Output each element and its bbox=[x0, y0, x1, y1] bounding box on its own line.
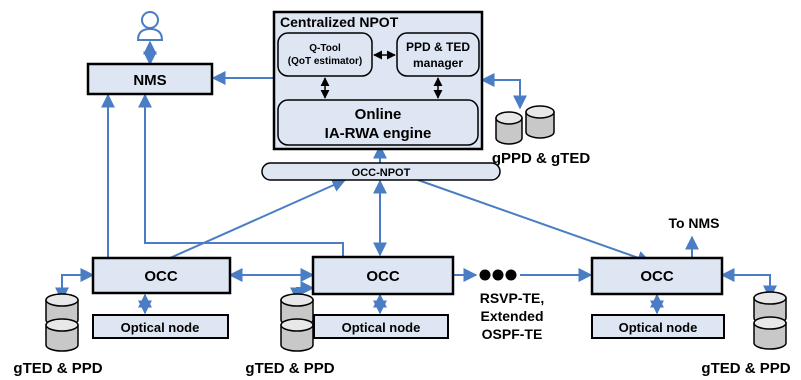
optical-node-3: Optical node bbox=[591, 314, 725, 339]
occ3-db-arrow bbox=[720, 268, 777, 300]
optical-node-1: Optical node bbox=[92, 314, 229, 339]
npot-gdb-arrow bbox=[480, 73, 527, 110]
local-database-icon-2 bbox=[280, 293, 314, 352]
occ-label: OCC bbox=[366, 268, 400, 285]
local-database-icon-1 bbox=[45, 293, 79, 352]
ia-rwa-engine-box bbox=[277, 99, 479, 146]
ellipsis-dots-icon bbox=[479, 269, 517, 281]
occ2-nms-arrow bbox=[138, 93, 344, 258]
to-nms-label: To NMS bbox=[668, 215, 719, 231]
ppd-ted-label-2: manager bbox=[413, 56, 463, 70]
occ-label: OCC bbox=[144, 268, 178, 285]
connectors bbox=[55, 40, 777, 315]
occ1-npot-arrow bbox=[169, 178, 347, 259]
occ-box-1: OCC bbox=[91, 256, 232, 295]
protocol-line-2: Extended bbox=[480, 308, 543, 324]
bus-label: OCC-NPOT bbox=[352, 167, 411, 179]
ppd-ted-manager-box bbox=[396, 32, 480, 77]
nms-box: NMS bbox=[86, 62, 214, 96]
occ-box-3: OCC bbox=[590, 256, 724, 296]
gppd-gted-database-icon bbox=[495, 105, 555, 145]
qtool-label-1: Q-Tool bbox=[309, 43, 341, 54]
npot-title: Centralized NPOT bbox=[280, 14, 399, 30]
nms-label: NMS bbox=[133, 72, 166, 89]
optical-node-label: Optical node bbox=[342, 320, 421, 335]
optical-node-label: Optical node bbox=[619, 320, 698, 335]
protocol-line-3: OSPF-TE bbox=[482, 326, 543, 342]
npot-box: Centralized NPOT Q-Tool (QoT estimator) … bbox=[272, 10, 484, 151]
ppd-ted-label-1: PPD & TED bbox=[406, 40, 470, 54]
user-icon bbox=[136, 11, 164, 41]
local-db-label-1: gTED & PPD bbox=[13, 360, 102, 377]
engine-label-2: IA-RWA engine bbox=[325, 125, 432, 142]
qtool-box bbox=[277, 32, 373, 77]
npot-occ3-arrow bbox=[417, 179, 652, 265]
gppd-gted-label: gPPD & gTED bbox=[492, 150, 591, 167]
engine-label-1: Online bbox=[355, 106, 402, 123]
local-db-label-3: gTED & PPD bbox=[701, 360, 790, 377]
local-db-label-2: gTED & PPD bbox=[245, 360, 334, 377]
optical-node-label: Optical node bbox=[121, 320, 200, 335]
optical-node-2: Optical node bbox=[313, 314, 449, 339]
protocol-line-1: RSVP-TE, bbox=[480, 290, 545, 306]
occ-npot-bus: OCC-NPOT bbox=[261, 162, 501, 181]
qtool-label-2: (QoT estimator) bbox=[288, 56, 362, 67]
occ-label: OCC bbox=[640, 268, 674, 285]
occ-box-2: OCC bbox=[311, 255, 455, 296]
local-database-icon-3 bbox=[753, 291, 787, 350]
occ1-db-arrow bbox=[55, 268, 95, 302]
